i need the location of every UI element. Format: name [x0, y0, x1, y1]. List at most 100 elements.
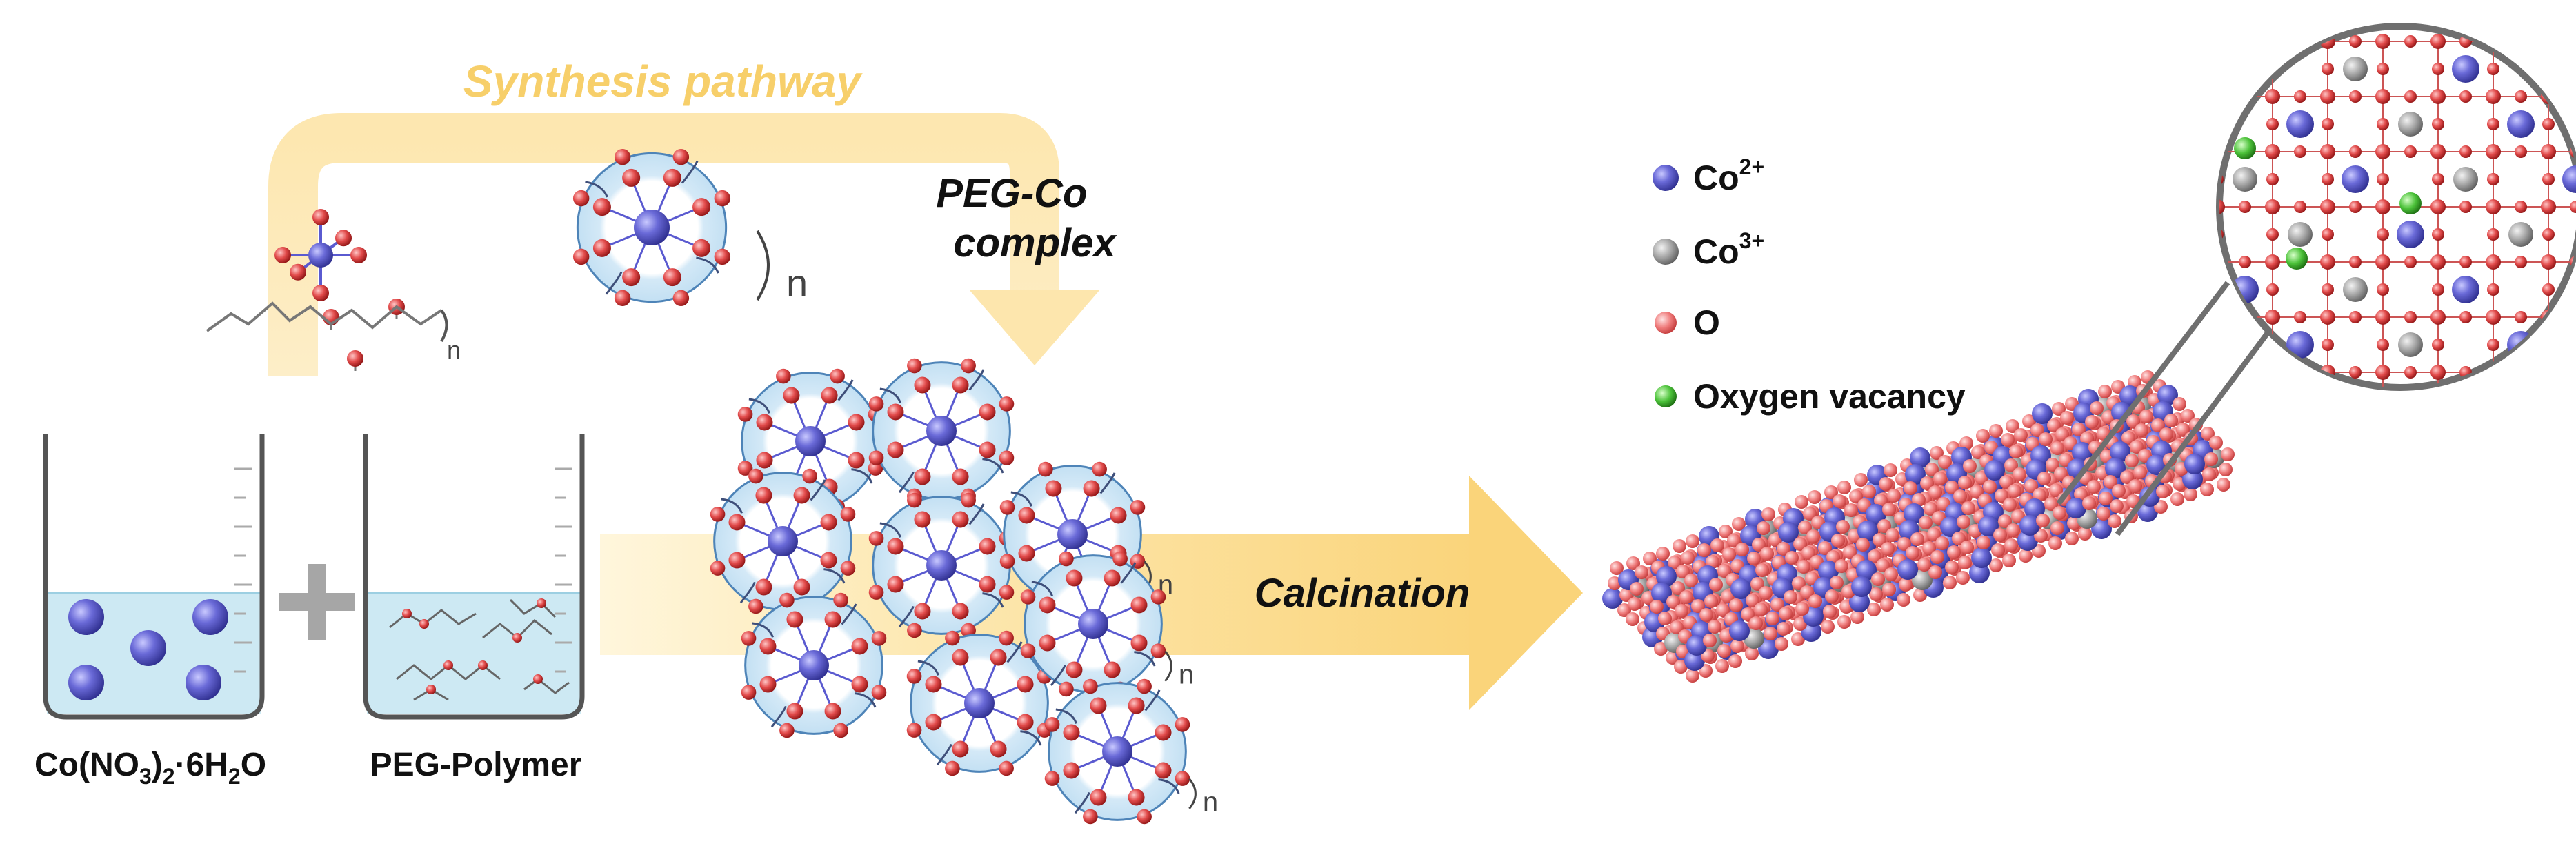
peg-tail [1055, 708, 1077, 724]
oxygen-atom [1654, 642, 1668, 656]
polymer-oxygen [533, 674, 543, 684]
oxygen-atom [1821, 620, 1835, 634]
oxygen-atom [1945, 481, 1959, 494]
oxygen-atom [1947, 545, 1961, 559]
cobalt2-atom [2019, 515, 2040, 536]
oxygen-atom [2039, 432, 2053, 446]
oxygen-atom [2570, 201, 2576, 213]
oxygen-atom [1927, 527, 1941, 541]
oxygen-atom [925, 714, 942, 731]
legend-co2-sup: 2+ [1739, 154, 1764, 179]
oxygen-atom [1044, 717, 1060, 732]
oxygen-atom [1754, 603, 1768, 616]
oxygen-atom [2487, 283, 2499, 296]
oxygen-atom [840, 507, 856, 522]
calcination-label: Calcination [1255, 571, 1470, 616]
oxygen-atom [1630, 582, 1644, 596]
cobalt2-atom [1684, 650, 1705, 671]
oxygen-atom [1849, 489, 1863, 503]
oxygen-atom [1749, 616, 1763, 630]
peg-strand [509, 598, 557, 618]
oxygen-atom [1745, 647, 1759, 660]
oxygen-atom [1904, 481, 1917, 495]
oxygen-atom [887, 576, 904, 593]
polymer-oxygen [419, 619, 429, 629]
cobalt-ion [192, 599, 228, 635]
oxygen-atom [2430, 310, 2446, 325]
oxygen-atom [1090, 697, 1107, 714]
oxygen-atom [2128, 479, 2142, 493]
oxygen-atom [1958, 556, 1972, 569]
oxygen-atom [952, 603, 969, 620]
oxygen-atom [672, 290, 690, 307]
cobalt-atom [799, 650, 829, 680]
oxygen-atom [2121, 431, 2135, 445]
oxygen-atom [1750, 577, 1764, 591]
oxygen-atom [2037, 472, 2051, 485]
oxygen-atom [622, 168, 641, 187]
oxygen-atom [692, 198, 711, 216]
oxygen-atom [2221, 447, 2235, 461]
cobalt3-atom [1912, 569, 1933, 590]
oxygen-atom [1626, 556, 1640, 570]
oxygen-atom [871, 685, 887, 700]
oxygen-atom [2486, 310, 2501, 325]
peg-tail [968, 503, 985, 525]
repeat-n: n [1203, 787, 1218, 817]
oxygen-atom [1747, 552, 1761, 565]
oxygen-atom [1983, 480, 1997, 494]
oxygen-atom [2515, 311, 2527, 323]
oxygen-atom [820, 552, 837, 569]
oxygen-atom [592, 239, 611, 257]
oxygen-atom [728, 514, 746, 531]
oxygen-atom [2430, 144, 2446, 159]
oxygen-atom [2320, 199, 2335, 214]
oxygen-atom [1912, 493, 1926, 507]
oxygen-atom [1999, 475, 2013, 489]
cobalt2-atom [2110, 441, 2130, 462]
oxygen-atom [2430, 199, 2446, 214]
oxygen-atom [1137, 809, 1152, 825]
cobalt2-atom [2342, 165, 2369, 193]
oxygen-atom [1759, 586, 1773, 600]
oxygen-atom [572, 248, 590, 265]
oxygen-atom [1686, 669, 1699, 683]
oxygen-atom [2432, 63, 2444, 75]
oxygen-atom [2265, 254, 2280, 270]
oxygen-atom [1961, 501, 1975, 515]
oxygen-atom [1862, 485, 1876, 498]
oxygen-atom [1919, 516, 1933, 529]
cobalt2-atom [1969, 563, 1990, 583]
oxygen-atom [2050, 521, 2064, 535]
cobalt-octahedron-small [274, 209, 405, 371]
legend-co3-sup: 3+ [1739, 228, 1764, 253]
oxygen-atom [1626, 612, 1639, 626]
oxygen-atom [2266, 228, 2279, 241]
oxygen-atom [1728, 654, 1742, 668]
oxygen-atom [1704, 594, 1718, 608]
oxygen-atom [759, 676, 777, 693]
oxygen-atom [1699, 608, 1713, 622]
oxygen-atom [793, 487, 810, 504]
peg-tail [1050, 664, 1066, 687]
vacancy-atom-icon [1655, 385, 1677, 407]
oxygen-atom [592, 198, 611, 216]
oxygen-atom [887, 538, 904, 555]
oxygen-atom [2541, 254, 2556, 270]
cobalt3-atom [2398, 112, 2423, 137]
oxygen-atom [2239, 90, 2251, 103]
oxygen-atom [2022, 414, 2036, 428]
oxygen-atom [1871, 572, 1885, 586]
oxygen-atom [1823, 605, 1837, 618]
oxygen-atom [2055, 427, 2069, 441]
oxygen-atom [1795, 495, 1808, 509]
oxygen-atom [1020, 643, 1036, 658]
oxygen-atom [1874, 494, 1888, 507]
peg-tail [879, 522, 901, 538]
oxygen-atom [2377, 394, 2389, 406]
oxygen-atom [2459, 256, 2472, 268]
oxygen-atom [1922, 541, 1936, 555]
oxygen-atom [1882, 503, 1896, 516]
peg-tail [681, 160, 699, 184]
oxygen-atom [2050, 441, 2064, 455]
